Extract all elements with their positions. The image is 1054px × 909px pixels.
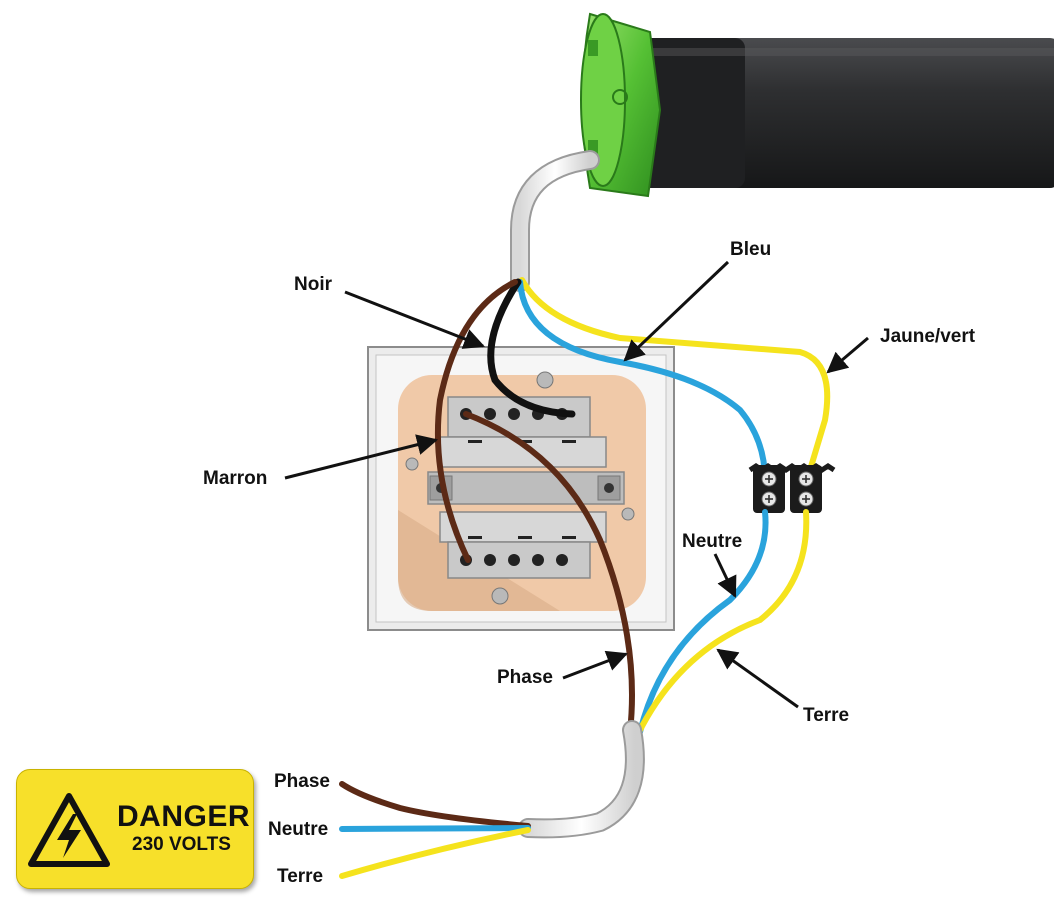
pointer-arrows	[284, 260, 869, 709]
motor-head	[580, 12, 662, 198]
label-bleu: Bleu	[730, 239, 772, 260]
arrow-neutre	[713, 553, 737, 598]
blue-wire-motor	[517, 279, 768, 483]
label-phase-middle: Phase	[497, 667, 553, 688]
danger-subtitle: 230 VOLTS	[132, 834, 231, 855]
yellow-wire-motor	[519, 277, 831, 473]
supply-wire-terre	[339, 827, 531, 879]
label-neutre-supply: Neutre	[268, 819, 329, 840]
danger-title: DANGER	[117, 800, 251, 833]
supply-wire-phase	[339, 781, 531, 829]
arrow-bleu	[623, 260, 730, 362]
supply-wire-neutre	[339, 825, 531, 832]
black-wire	[487, 278, 576, 418]
brown-wire-phase	[463, 411, 635, 735]
yellow-wire-terre	[635, 509, 810, 737]
label-terre-right: Terre	[803, 705, 850, 726]
arrow-jaune-vert	[826, 336, 869, 374]
label-terre-supply: Terre	[277, 866, 324, 887]
switch-box	[367, 346, 675, 631]
motor-tube	[640, 38, 1054, 188]
brown-wire-motor	[434, 279, 518, 563]
arrow-noir	[344, 290, 485, 349]
arrow-phase	[562, 650, 628, 680]
high-voltage-warning-icon	[28, 793, 110, 867]
blue-wire-neutre	[637, 509, 769, 735]
label-jaune-vert: Jaune/vert	[880, 326, 976, 347]
arrow-terre	[716, 648, 799, 709]
label-neutre-upper: Neutre	[682, 531, 743, 552]
label-marron: Marron	[203, 468, 268, 489]
label-noir: Noir	[294, 274, 332, 295]
label-phase-supply: Phase	[274, 771, 330, 792]
danger-sign: DANGER 230 VOLTS	[16, 769, 254, 889]
arrow-marron	[284, 434, 439, 480]
connector-block	[748, 462, 836, 513]
